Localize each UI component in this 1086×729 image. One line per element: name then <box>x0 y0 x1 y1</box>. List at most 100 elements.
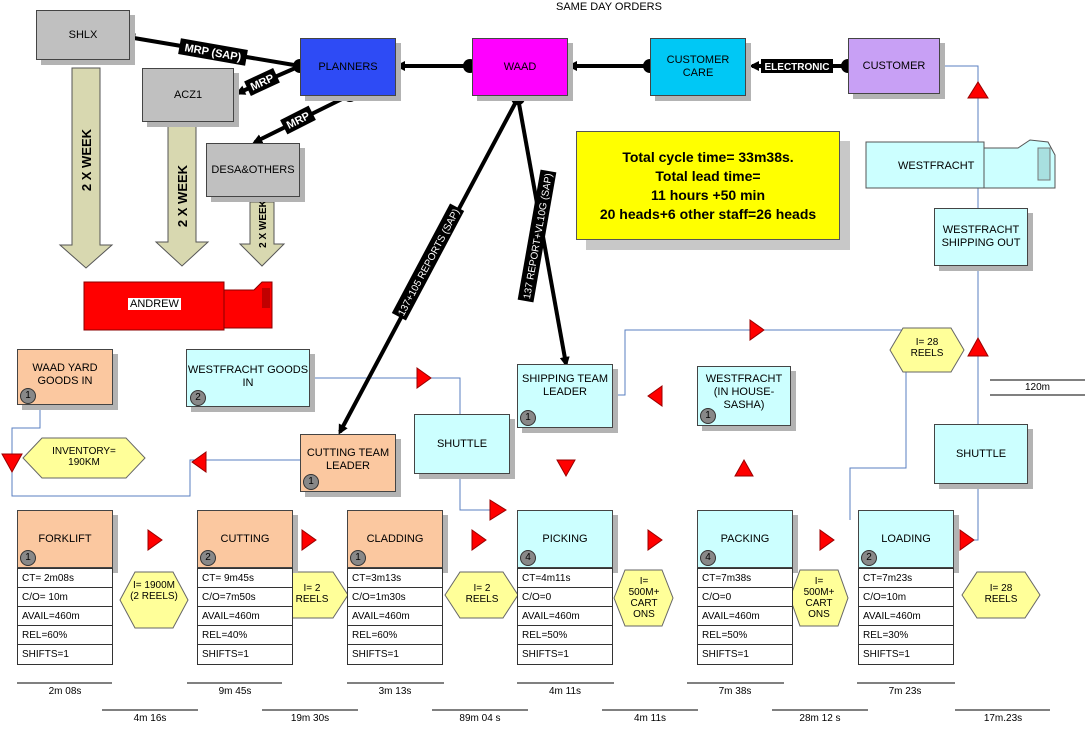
westfracht-truck-label: WESTFRACHT <box>898 160 975 172</box>
shuttle-right-label: SHUTTLE <box>955 447 1007 460</box>
wait-time: 4m 11s <box>633 713 667 724</box>
value-added-time: 2m 08s <box>48 686 82 697</box>
acz1-label: ACZ1 <box>173 88 203 101</box>
operator-count: 1 <box>350 550 366 566</box>
westfracht-shipping-out-box[interactable]: WESTFRACHT SHIPPING OUT <box>934 208 1028 266</box>
same-day-orders-label: SAME DAY ORDERS <box>556 1 662 13</box>
westfracht-truck <box>865 139 1056 189</box>
customer-label: CUSTOMER <box>862 59 926 72</box>
process-rel: REL=30% <box>859 626 953 645</box>
lead-time-title: Total lead time= <box>655 167 761 184</box>
value-added-time: 9m 45s <box>218 686 252 697</box>
process-shifts: SHIFTS=1 <box>352 649 399 660</box>
westfracht-shipping-out-label: WESTFRACHT SHIPPING OUT <box>941 224 1021 249</box>
process-avail: AVAIL=460m <box>859 607 953 626</box>
process-rel: REL=60% <box>18 626 112 645</box>
inventory-hexagons <box>22 327 1041 629</box>
process-shifts: SHIFTS=1 <box>863 649 910 660</box>
process-co: C/O= 10m <box>18 588 112 607</box>
shlx-label: SHLX <box>68 28 98 41</box>
waad-box[interactable]: WAAD <box>472 38 568 96</box>
process-avail: AVAIL=460m <box>518 607 612 626</box>
process-name: CLADDING <box>366 532 424 545</box>
process-name: PICKING <box>542 532 588 545</box>
value-added-time: 3m 13s <box>378 686 412 697</box>
inventory-28a-label: I= 28 REELS <box>910 337 944 359</box>
shuttle-left-box[interactable]: SHUTTLE <box>414 414 510 474</box>
customer-box[interactable]: CUSTOMER <box>848 38 940 94</box>
process-ct: CT=3m13s <box>348 569 442 588</box>
process-name: FORKLIFT <box>38 532 92 545</box>
desa-label: DESA&OTHERS <box>211 163 295 176</box>
heads-count: 20 heads+6 other staff=26 heads <box>599 205 817 222</box>
process-rel: REL=60% <box>348 626 442 645</box>
westfracht-goods-in-box[interactable]: WESTFRACHT GOODS IN <box>186 349 310 407</box>
wait-time: 28m 12 s <box>799 713 841 724</box>
operator-count: 4 <box>700 550 716 566</box>
westfracht-goods-in-ops: 2 <box>190 390 206 406</box>
electronic-label: ELECTRONIC <box>765 62 830 73</box>
lead-time-value: 11 hours +50 min <box>651 186 765 203</box>
process-name: LOADING <box>881 532 931 545</box>
customer-care-box[interactable]: CUSTOMER CARE <box>650 38 746 96</box>
process-co: C/O=0 <box>698 588 792 607</box>
process-ct: CT= 2m08s <box>18 569 112 588</box>
value-added-time: 4m 11s <box>548 686 582 697</box>
process-shifts: SHIFTS=1 <box>702 649 749 660</box>
shipping-team-leader-label: SHIPPING TEAM LEADER <box>522 373 608 398</box>
process-avail: AVAIL=460m <box>198 607 292 626</box>
inventory-500b-label: I= 500M+ CART ONS <box>803 576 835 620</box>
summary-box: Total cycle time= 33m38s. Total lead tim… <box>576 131 840 240</box>
customer-care-label: CUSTOMER CARE <box>666 54 730 79</box>
shipping-team-leader-ops: 1 <box>520 410 536 426</box>
reports-sap-label: 137+105 REPORTS (SAP) <box>396 207 462 318</box>
westfracht-inhouse-label: WESTFRACHT (IN HOUSE- SASHA) <box>705 373 783 411</box>
process-avail: AVAIL=460m <box>698 607 792 626</box>
shipping-time: 120m <box>1024 382 1050 393</box>
operator-count: 2 <box>200 550 216 566</box>
process-ct: CT= 9m45s <box>198 569 292 588</box>
inventory-2a-label: I= 2 REELS <box>295 583 329 605</box>
process-ct: CT=4m11s <box>518 569 612 588</box>
wait-time: 17m.23s <box>983 713 1023 724</box>
process-avail: AVAIL=460m <box>18 607 112 626</box>
inventory-1900-label: I= 1900M (2 REELS) <box>130 580 178 602</box>
process-co: C/O=0 <box>518 588 612 607</box>
planners-label: PLANNERS <box>318 60 378 73</box>
cutting-team-leader-label: CUTTING TEAM LEADER <box>306 447 390 472</box>
waad-label: WAAD <box>503 60 537 73</box>
operator-count: 2 <box>861 550 877 566</box>
cutting-team-leader-ops: 1 <box>303 474 319 490</box>
timeline <box>17 379 1085 711</box>
process-rel: REL=50% <box>698 626 792 645</box>
wait-time: 4m 16s <box>133 713 167 724</box>
planners-box[interactable]: PLANNERS <box>300 38 396 96</box>
week-label-2: 2 X WEEK <box>175 164 190 227</box>
shlx-box[interactable]: SHLX <box>36 10 130 60</box>
operator-count: 1 <box>20 550 36 566</box>
process-ct: CT=7m38s <box>698 569 792 588</box>
waad-yard-ops: 1 <box>20 388 36 404</box>
week-label-3: 2 X WEEK <box>258 199 269 248</box>
process-shifts: SHIFTS=1 <box>22 649 69 660</box>
desa-box[interactable]: DESA&OTHERS <box>206 143 300 197</box>
cycle-time: Total cycle time= 33m38s. <box>622 148 794 165</box>
andrew-label: ANDREW <box>128 298 181 310</box>
process-shifts: SHIFTS=1 <box>202 649 249 660</box>
process-box[interactable]: PACKING <box>697 510 793 568</box>
shuttle-right-box[interactable]: SHUTTLE <box>934 424 1028 484</box>
inventory-yard-label: INVENTORY= 190KM <box>52 446 116 468</box>
process-name: CUTTING <box>220 532 270 545</box>
inventory-2b-label: I= 2 REELS <box>465 583 499 605</box>
process-name: PACKING <box>720 532 770 545</box>
cutting-team-leader-box[interactable]: CUTTING TEAM LEADER <box>300 434 396 492</box>
week-label-1: 2 X WEEK <box>79 128 94 191</box>
acz1-box[interactable]: ACZ1 <box>142 68 234 122</box>
wait-time: 19m 30s <box>290 713 330 724</box>
